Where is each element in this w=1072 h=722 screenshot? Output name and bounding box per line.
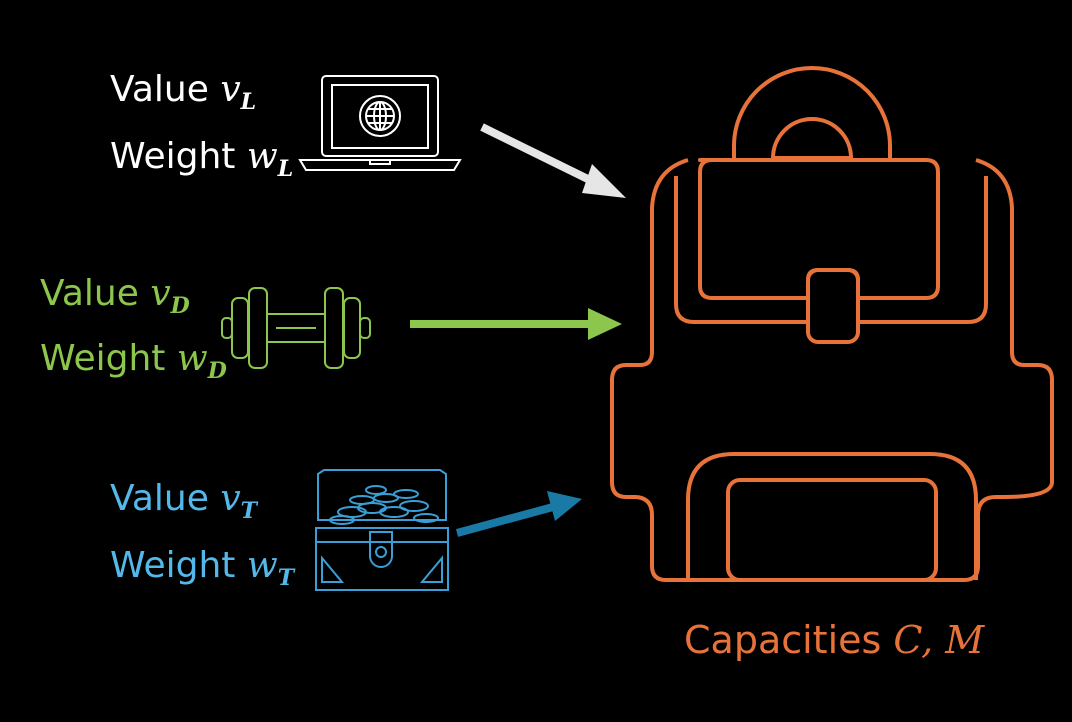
laptop-value-word: Value	[110, 69, 209, 110]
backpack-icon	[610, 66, 1054, 582]
capacity-caption-word: Capacities	[684, 618, 882, 662]
treasure-weight-word: Weight	[110, 545, 236, 586]
treasure-chest-icon	[315, 469, 449, 591]
treasure-weight-symbol: w	[246, 545, 278, 586]
treasure-value-label: Value vT	[110, 479, 257, 531]
treasure-value-word: Value	[110, 478, 209, 519]
laptop-value-label: Value vL	[110, 70, 256, 122]
laptop-weight-subscript: L	[277, 156, 294, 182]
dumbbell-weight-word: Weight	[40, 338, 166, 379]
laptop-value-subscript: L	[240, 89, 257, 115]
dumbbell-value-label: Value vD	[40, 274, 190, 326]
treasure-value-symbol: v	[220, 478, 241, 519]
dumbbell-value-subscript: D	[170, 293, 190, 319]
dumbbell-value-word: Value	[40, 273, 139, 314]
dumbbell-icon	[221, 287, 371, 369]
treasure-value-subscript: T	[240, 498, 258, 524]
laptop-value-symbol: v	[220, 69, 241, 110]
dumbbell-weight-label: Weight wD	[40, 339, 227, 391]
arrow-laptop-to-knapsack	[480, 123, 626, 198]
laptop-icon	[298, 75, 462, 171]
arrow-chest-to-knapsack	[455, 491, 582, 537]
capacity-caption-symbols: C, M	[893, 618, 985, 662]
dumbbell-weight-symbol: w	[176, 338, 208, 379]
laptop-weight-label: Weight wL	[110, 137, 293, 189]
arrow-dumbbell-to-knapsack	[410, 308, 622, 340]
knapsack-capacity-caption: Capacities C, M	[684, 620, 984, 660]
treasure-weight-label: Weight wT	[110, 546, 294, 598]
dumbbell-value-symbol: v	[150, 273, 171, 314]
laptop-weight-symbol: w	[246, 136, 278, 177]
dumbbell-weight-subscript: D	[207, 358, 227, 384]
treasure-weight-subscript: T	[277, 565, 295, 591]
laptop-weight-word: Weight	[110, 136, 236, 177]
